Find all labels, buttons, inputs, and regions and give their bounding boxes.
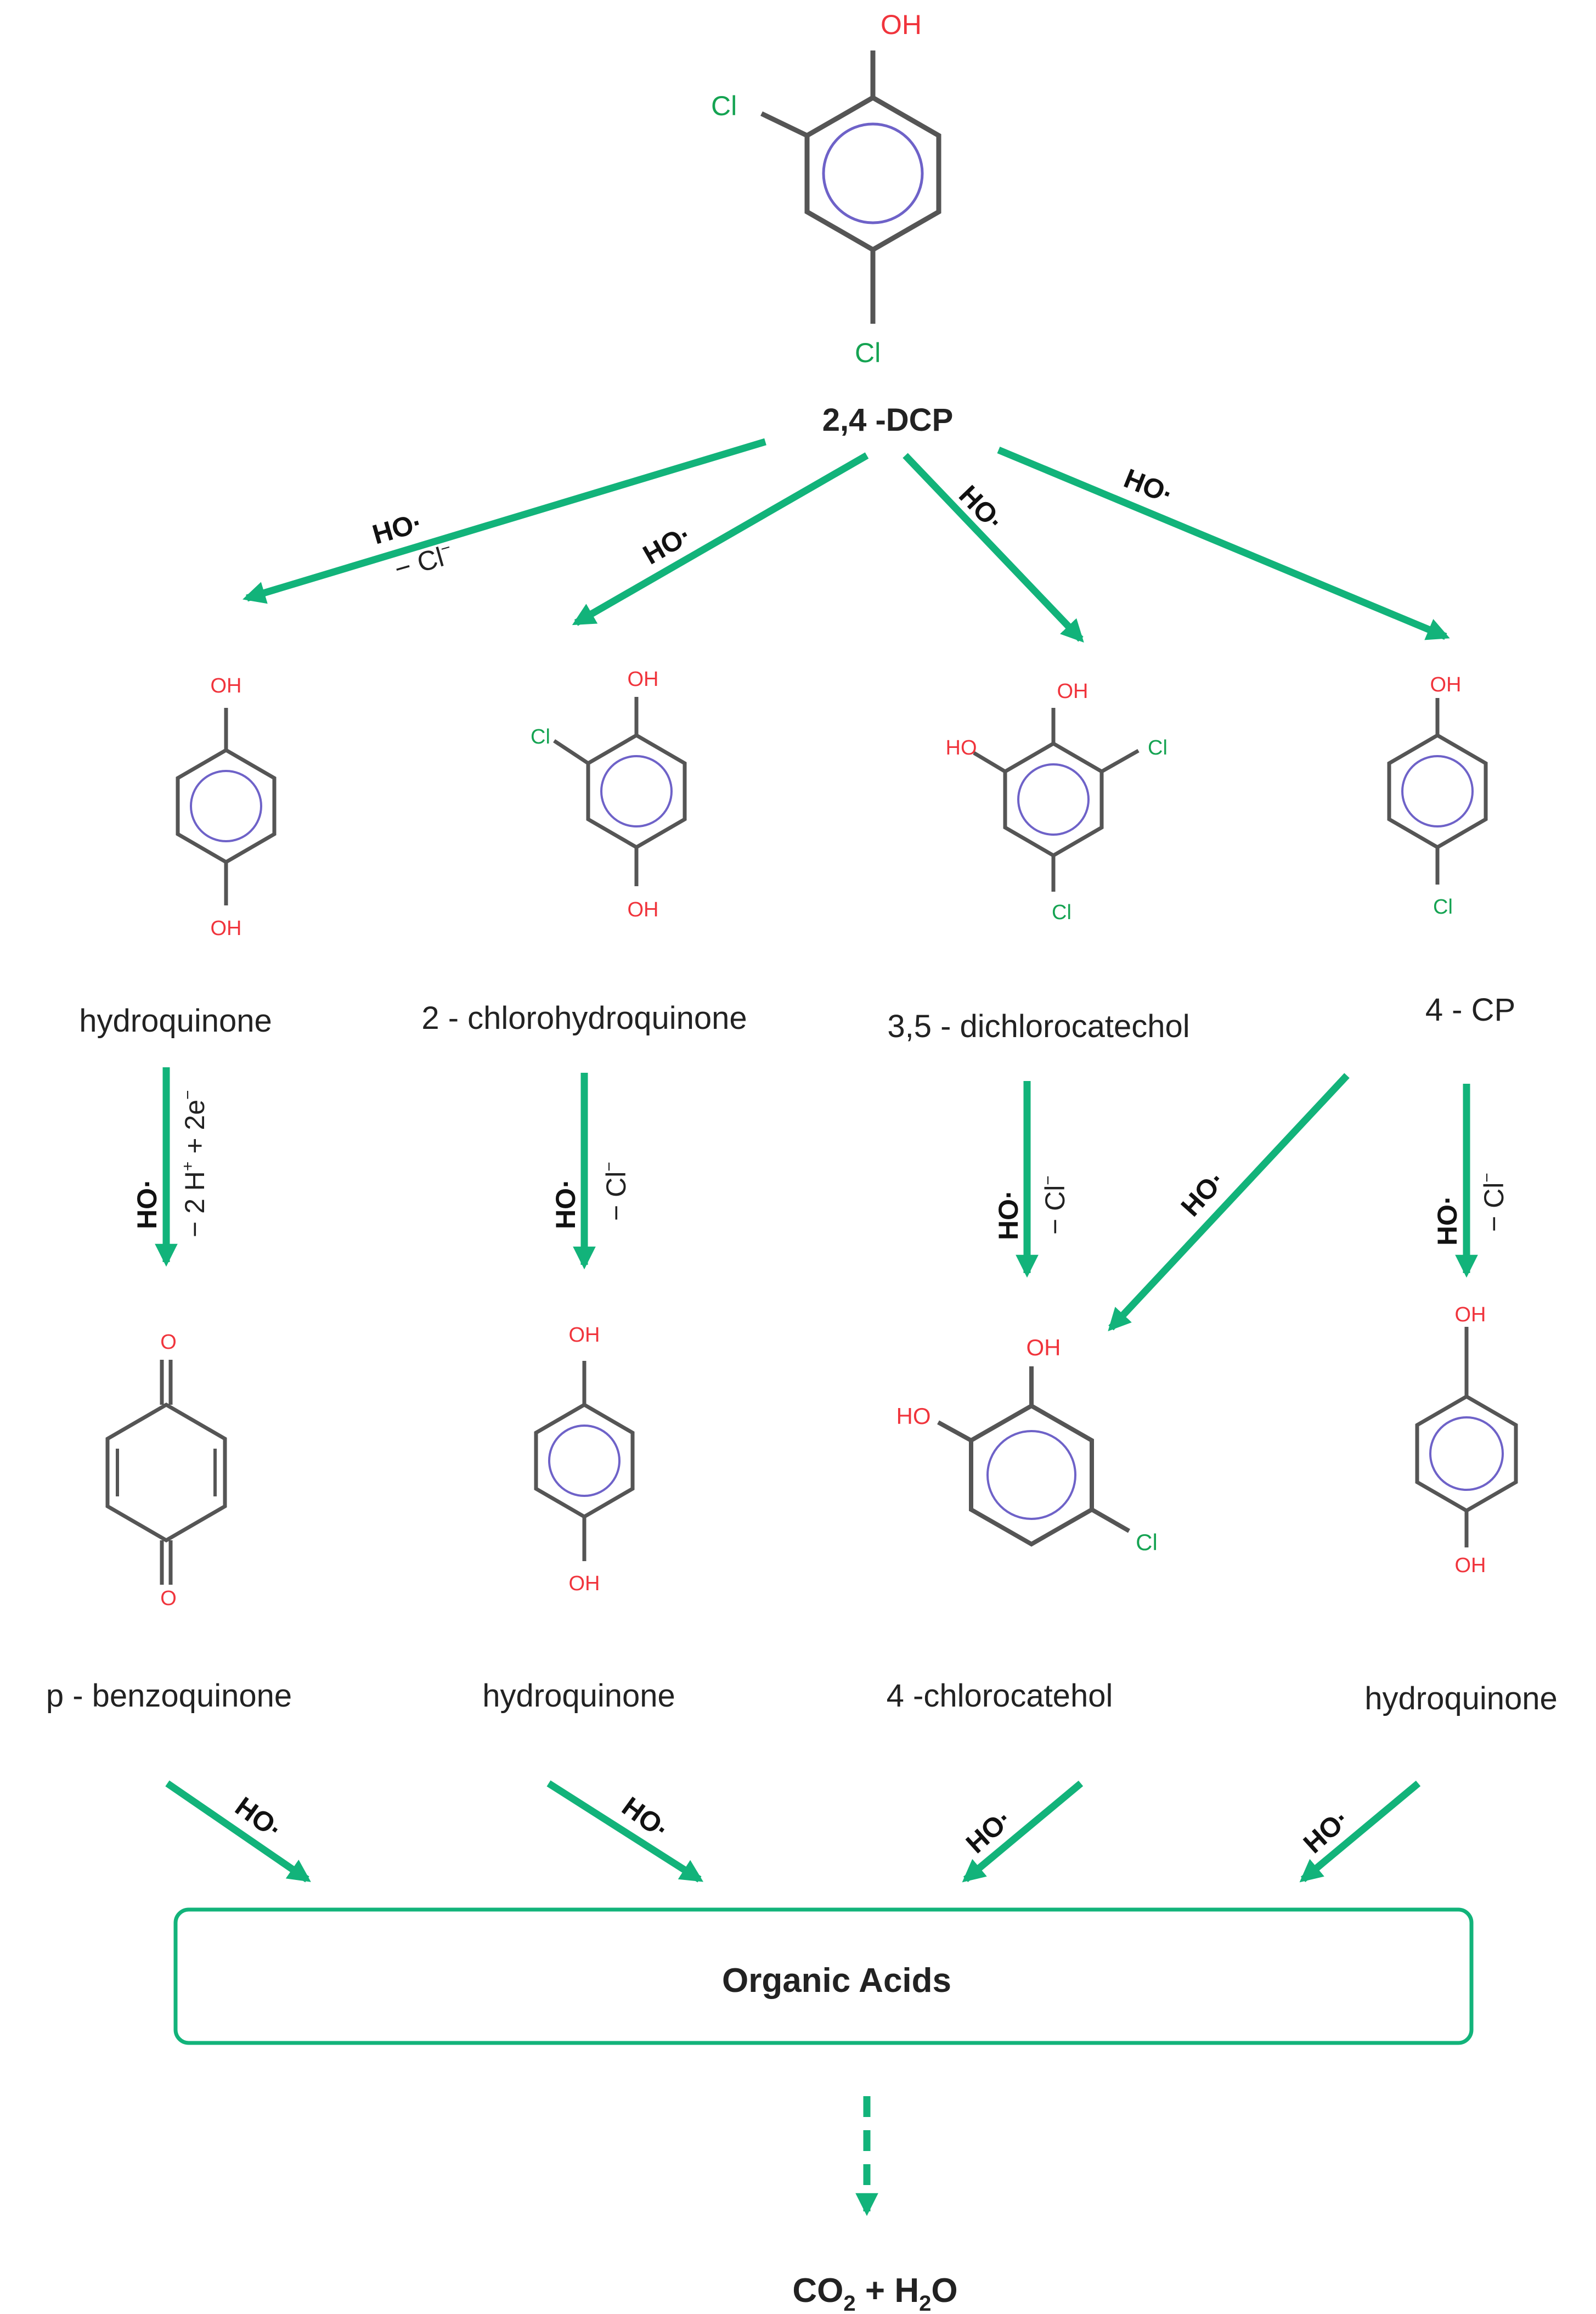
arrows-to-organic-acids xyxy=(165,1780,1421,1883)
hydroquinone-molecule-1: OH OH xyxy=(176,674,277,940)
cl-label: Cl xyxy=(531,725,550,748)
oh-label: OH xyxy=(211,674,242,697)
name-chlorohydroquinone: 2 - chlorohydroquinone xyxy=(421,1000,747,1036)
oh-label: OH xyxy=(1027,1335,1061,1360)
name-chlorocatechol: 4 -chlorocatehol xyxy=(887,1678,1113,1714)
organic-acids-box xyxy=(173,1907,1474,2045)
name-benzoquinone: p - benzoquinone xyxy=(46,1678,292,1714)
reagent-ho-8: HO· xyxy=(1175,1164,1232,1223)
arrow-chlorocatechol-to-acids xyxy=(962,1781,1084,1883)
arrow-dcp-to-4cp xyxy=(997,447,1450,640)
cl-label: Cl xyxy=(1148,736,1168,759)
o-label: O xyxy=(160,1587,177,1610)
cl-label: Cl xyxy=(1136,1529,1158,1555)
reagent-ho-2: HO· xyxy=(638,519,697,570)
benzoquinone-molecule: O O xyxy=(105,1331,227,1610)
oh-label: OH xyxy=(628,898,659,921)
reagent-ho-10: HO· xyxy=(230,1791,289,1845)
arrow-dcp-to-hydroquinone xyxy=(242,438,766,604)
dcp-name: 2,4 -DCP xyxy=(822,402,954,438)
reagent-ho-11: HO· xyxy=(617,1791,675,1845)
arrow-hydroquinone-to-acids xyxy=(546,1780,704,1883)
organic-acids-label: Organic Acids xyxy=(722,1962,951,2000)
arrows-row1-to-row2 xyxy=(155,1067,1478,1332)
dcp-cl-label: Cl xyxy=(711,91,737,121)
oh-label: OH xyxy=(569,1324,600,1347)
dichlorocatechol-molecule: OH HO Cl Cl xyxy=(946,680,1168,924)
reagent-minus-cl-1: − Cl− xyxy=(391,538,456,585)
o-label: O xyxy=(160,1331,177,1354)
hydroquinone-molecule-2: OH OH xyxy=(534,1324,635,1595)
name-hydroquinone-1: hydroquinone xyxy=(79,1003,272,1039)
hydroquinone-molecule-3: OH OH xyxy=(1415,1303,1518,1577)
name-hydroquinone-3: hydroquinone xyxy=(1364,1681,1558,1716)
arrow-4cp-to-chlorocatechol xyxy=(1108,1073,1350,1332)
chlorocatechol-molecule: OH HO Cl xyxy=(896,1335,1158,1555)
name-dichlorocatechol: 3,5 - dichlorocatechol xyxy=(887,1009,1189,1044)
dcp-molecule: OH Cl Cl xyxy=(711,9,941,368)
ho-label: HO xyxy=(946,736,977,759)
reagent-ho-3: HO· xyxy=(953,480,1010,537)
reagent-minus-cl-7: − Cl− xyxy=(1039,1175,1070,1235)
cl-label: Cl xyxy=(1433,896,1453,919)
oh-label: OH xyxy=(211,917,242,940)
reagent-ho-12: HO· xyxy=(960,1803,1018,1859)
oh-label: OH xyxy=(569,1572,600,1595)
arrows-from-dcp xyxy=(242,438,1450,643)
arrow-dcp-to-dichlorocatechol xyxy=(903,453,1084,643)
dcp-oh-label: OH xyxy=(881,9,922,40)
reagent-ho-13: HO· xyxy=(1298,1803,1356,1859)
chlorohydroquinone-molecule: OH Cl OH xyxy=(531,668,687,921)
reagent-ho-5: HO· xyxy=(132,1179,162,1229)
cl-label: Cl xyxy=(1052,901,1071,924)
name-hydroquinone-2: hydroquinone xyxy=(482,1678,675,1714)
reagent-minus-cl-6: − Cl− xyxy=(600,1162,631,1221)
reagent-ho-6: HO· xyxy=(550,1179,581,1229)
reagent-ho-9: HO· xyxy=(1432,1195,1463,1246)
final-products: CO2 + H2O xyxy=(792,2272,957,2314)
arrow-hydroquinone-b-to-acids xyxy=(1299,1781,1421,1883)
reagent-minus-cl-9: − Cl− xyxy=(1478,1173,1509,1232)
dcp-cl-para-label: Cl xyxy=(855,337,881,368)
ho-label: HO xyxy=(896,1403,931,1429)
oh-label: OH xyxy=(1455,1303,1486,1326)
oh-label: OH xyxy=(1455,1554,1486,1577)
oh-label: OH xyxy=(1057,680,1089,703)
arrow-dcp-to-chlorohydroquinone xyxy=(572,452,869,626)
oh-label: OH xyxy=(1430,673,1462,696)
oh-label: OH xyxy=(628,668,659,691)
arrow-benzoquinone-to-acids xyxy=(165,1780,311,1883)
name-4cp: 4 - CP xyxy=(1425,992,1515,1028)
reagent-minus-2h-2e: − 2 H+ + 2e− xyxy=(179,1090,210,1237)
reagent-ho-7: HO· xyxy=(993,1190,1024,1240)
4cp-molecule: OH Cl xyxy=(1387,673,1488,919)
